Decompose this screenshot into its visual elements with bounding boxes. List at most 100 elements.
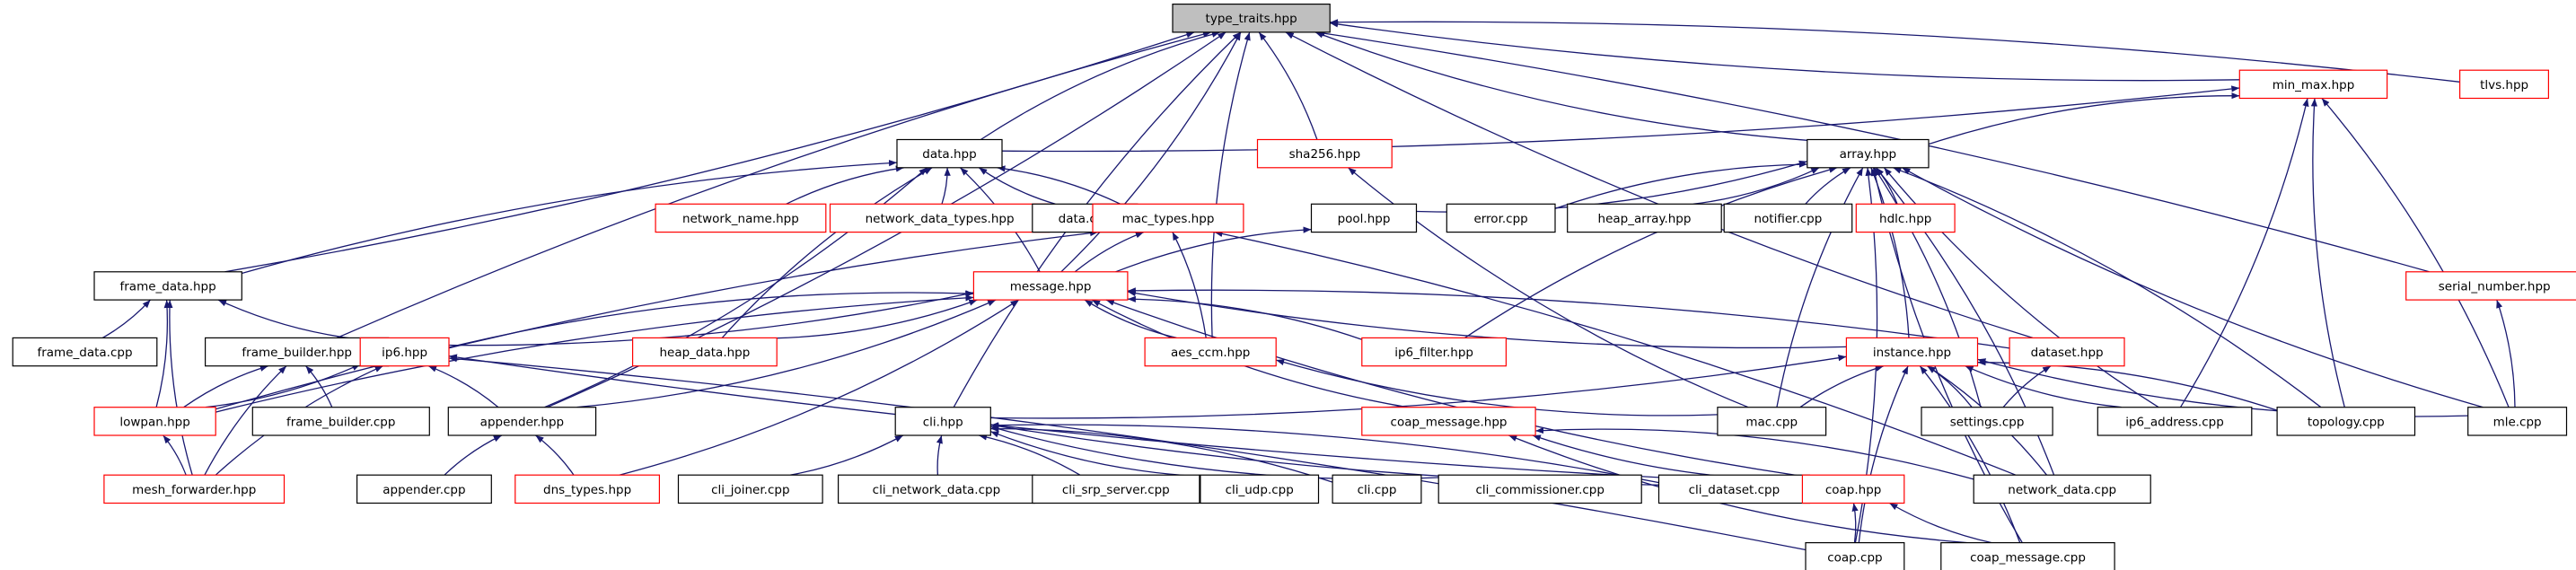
- node-ip6-address-cpp[interactable]: ip6_address.cpp: [2097, 407, 2253, 436]
- node-box[interactable]: [1805, 541, 1905, 570]
- node-aes-ccm-hpp[interactable]: aes_ccm.hpp: [1144, 337, 1277, 367]
- node-box[interactable]: [1855, 203, 1956, 233]
- node-box[interactable]: [1801, 474, 1905, 504]
- node-cli-network-data-cpp[interactable]: cli_network_data.cpp: [837, 474, 1035, 504]
- node-cli-joiner-cpp[interactable]: cli_joiner.cpp: [677, 474, 823, 504]
- node-mle-cpp[interactable]: mle.cpp: [2467, 407, 2568, 436]
- node-cli-srp-server-cpp[interactable]: cli_srp_server.cpp: [1032, 474, 1200, 504]
- node-box[interactable]: [1446, 203, 1556, 233]
- node-box[interactable]: [2405, 271, 2576, 301]
- node-box[interactable]: [1921, 407, 2053, 436]
- node-cli-commissioner-cpp[interactable]: cli_commissioner.cpp: [1437, 474, 1642, 504]
- node-appender-hpp[interactable]: appender.hpp: [447, 407, 597, 436]
- node-cli-cpp[interactable]: cli.cpp: [1332, 474, 1422, 504]
- node-box[interactable]: [677, 474, 823, 504]
- node-mac-cpp[interactable]: mac.cpp: [1717, 407, 1827, 436]
- node-data-hpp[interactable]: data.hpp: [896, 138, 1003, 169]
- node-box[interactable]: [2009, 337, 2125, 367]
- edge-coap_cpp-to-coap_hpp: [1851, 503, 1859, 543]
- node-hdlc-hpp[interactable]: hdlc.hpp: [1855, 203, 1956, 233]
- node-network-data-cpp[interactable]: network_data.cpp: [1973, 474, 2151, 504]
- node-box[interactable]: [1437, 474, 1642, 504]
- node-box[interactable]: [655, 203, 827, 233]
- node-cli-udp-cpp[interactable]: cli_udp.cpp: [1200, 474, 1320, 504]
- node-label: mac.cpp: [1745, 415, 1798, 429]
- node-dataset-hpp[interactable]: dataset.hpp: [2009, 337, 2125, 367]
- edge-data_hpp-to-min_max_hpp: [1001, 85, 2240, 153]
- node-box[interactable]: [1807, 138, 1930, 169]
- node-box[interactable]: [1361, 337, 1508, 367]
- node-coap-message-hpp[interactable]: coap_message.hpp: [1361, 407, 1536, 436]
- node-cli-hpp[interactable]: cli.hpp: [894, 407, 991, 436]
- node-message-hpp[interactable]: message.hpp: [972, 271, 1129, 301]
- node-box[interactable]: [1657, 474, 1810, 504]
- node-cli-dataset-cpp[interactable]: cli_dataset.cpp: [1657, 474, 1810, 504]
- node-box[interactable]: [447, 407, 597, 436]
- node-box[interactable]: [1144, 337, 1277, 367]
- node-box[interactable]: [1567, 203, 1722, 233]
- node-network-data-types-hpp[interactable]: network_data_types.hpp: [829, 203, 1051, 233]
- node-serial-number-hpp[interactable]: serial_number.hpp: [2405, 271, 2576, 301]
- node-box[interactable]: [2097, 407, 2253, 436]
- node-appender-cpp[interactable]: appender.cpp: [356, 474, 492, 504]
- node-heap-array-hpp[interactable]: heap_array.hpp: [1567, 203, 1722, 233]
- node-box[interactable]: [1973, 474, 2151, 504]
- node-dns-types-hpp[interactable]: dns_types.hpp: [514, 474, 660, 504]
- node-topology-cpp[interactable]: topology.cpp: [2276, 407, 2416, 436]
- node-box[interactable]: [1256, 138, 1393, 169]
- node-box[interactable]: [1172, 3, 1331, 33]
- node-mac-types-hpp[interactable]: mac_types.hpp: [1092, 203, 1244, 233]
- node-pool-hpp[interactable]: pool.hpp: [1310, 203, 1418, 233]
- node-box[interactable]: [359, 337, 450, 367]
- node-box[interactable]: [972, 271, 1129, 301]
- node-network-name-hpp[interactable]: network_name.hpp: [655, 203, 827, 233]
- node-coap-message-cpp[interactable]: coap_message.cpp: [1940, 541, 2115, 570]
- node-box[interactable]: [1092, 203, 1244, 233]
- node-box[interactable]: [2276, 407, 2416, 436]
- node-label: data.hpp: [922, 147, 976, 162]
- node-box[interactable]: [1717, 407, 1827, 436]
- node-box[interactable]: [1723, 203, 1853, 233]
- node-box[interactable]: [12, 337, 158, 367]
- node-box[interactable]: [1361, 407, 1536, 436]
- node-error-cpp[interactable]: error.cpp: [1446, 203, 1556, 233]
- node-box[interactable]: [1032, 474, 1200, 504]
- node-box[interactable]: [1310, 203, 1418, 233]
- node-type-traits-hpp[interactable]: type_traits.hpp: [1172, 3, 1331, 33]
- node-box[interactable]: [894, 407, 991, 436]
- node-box[interactable]: [514, 474, 660, 504]
- node-box[interactable]: [1332, 474, 1422, 504]
- node-box[interactable]: [837, 474, 1035, 504]
- node-ip6-filter-hpp[interactable]: ip6_filter.hpp: [1361, 337, 1508, 367]
- node-sha256-hpp[interactable]: sha256.hpp: [1256, 138, 1393, 169]
- node-box[interactable]: [251, 407, 430, 436]
- node-box[interactable]: [896, 138, 1003, 169]
- node-box[interactable]: [2459, 69, 2550, 100]
- node-frame-data-cpp[interactable]: frame_data.cpp: [12, 337, 158, 367]
- node-box[interactable]: [2238, 69, 2388, 100]
- node-box[interactable]: [1940, 541, 2115, 570]
- node-instance-hpp[interactable]: instance.hpp: [1845, 337, 1979, 367]
- node-lowpan-hpp[interactable]: lowpan.hpp: [93, 407, 216, 436]
- node-coap-cpp[interactable]: coap.cpp: [1805, 541, 1905, 570]
- node-frame-data-hpp[interactable]: frame_data.hpp: [93, 271, 242, 301]
- node-tlvs-hpp[interactable]: tlvs.hpp: [2459, 69, 2550, 100]
- node-box[interactable]: [93, 271, 242, 301]
- node-frame-builder-cpp[interactable]: frame_builder.cpp: [251, 407, 430, 436]
- node-min-max-hpp[interactable]: min_max.hpp: [2238, 69, 2388, 100]
- node-notifier-cpp[interactable]: notifier.cpp: [1723, 203, 1853, 233]
- node-ip6-hpp[interactable]: ip6.hpp: [359, 337, 450, 367]
- node-box[interactable]: [103, 474, 286, 504]
- node-coap-hpp[interactable]: coap.hpp: [1801, 474, 1905, 504]
- node-box[interactable]: [93, 407, 216, 436]
- node-box[interactable]: [631, 337, 778, 367]
- node-mesh-forwarder-hpp[interactable]: mesh_forwarder.hpp: [103, 474, 286, 504]
- node-box[interactable]: [1845, 337, 1979, 367]
- node-array-hpp[interactable]: array.hpp: [1807, 138, 1930, 169]
- node-settings-cpp[interactable]: settings.cpp: [1921, 407, 2053, 436]
- node-box[interactable]: [356, 474, 492, 504]
- node-box[interactable]: [1200, 474, 1320, 504]
- edge-data_hpp-to-type_traits_hpp: [980, 31, 1220, 141]
- node-box[interactable]: [2467, 407, 2568, 436]
- node-heap-data-hpp[interactable]: heap_data.hpp: [631, 337, 778, 367]
